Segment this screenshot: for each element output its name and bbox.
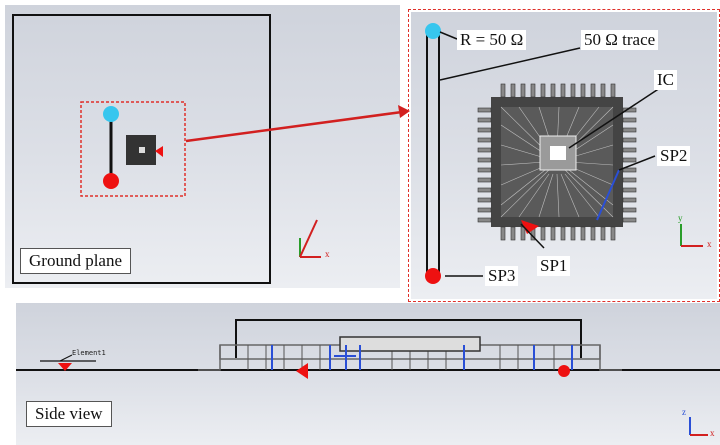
ground-plane-label: Ground plane xyxy=(20,248,132,274)
side-axis-z-label: z xyxy=(682,407,686,417)
ground-plane-panel: Ground plane x xyxy=(5,5,400,288)
mini-port-sp3 xyxy=(103,173,119,189)
side-view-panel: Element1 Side view z x xyxy=(16,303,720,445)
sp1-marker xyxy=(521,220,539,234)
zoom-axis-y-label: y xyxy=(678,213,683,223)
trace-label: 50 Ω trace xyxy=(581,30,659,50)
port-sp3 xyxy=(425,268,441,284)
axis-x-label: x xyxy=(325,249,330,259)
side-axis-x-label: x xyxy=(710,428,715,438)
sp3-label: SP3 xyxy=(485,266,519,286)
element1-tag: Element1 xyxy=(72,349,106,357)
port-resistor xyxy=(425,23,441,39)
resistor-label: R = 50 Ω xyxy=(457,30,527,50)
ground-plane-outline xyxy=(12,14,271,284)
side-die xyxy=(339,336,481,352)
ground-plane-drawing xyxy=(12,14,321,284)
ic-label: IC xyxy=(654,70,677,90)
sp1-label: SP1 xyxy=(537,256,571,276)
zoom-drawing xyxy=(425,23,703,284)
zoom-axis-x-label: x xyxy=(707,239,712,249)
ic-pins xyxy=(477,83,637,241)
trace xyxy=(426,31,440,279)
side-view-label: Side view xyxy=(26,401,112,427)
mini-port-arrow xyxy=(155,146,163,157)
mini-port-resistor xyxy=(103,106,119,122)
side-port-sp2 xyxy=(558,365,570,377)
side-view-drawing xyxy=(16,319,720,436)
zoom-panel: R = 50 Ω 50 Ω trace IC SP2 SP1 SP3 y x xyxy=(408,9,720,302)
package-lid xyxy=(235,319,582,358)
side-port-sp1 xyxy=(296,363,308,379)
ic-package xyxy=(491,97,623,227)
sp2-label: SP2 xyxy=(657,146,691,166)
element1-marker xyxy=(58,363,72,371)
zoom-region-box xyxy=(80,101,186,197)
